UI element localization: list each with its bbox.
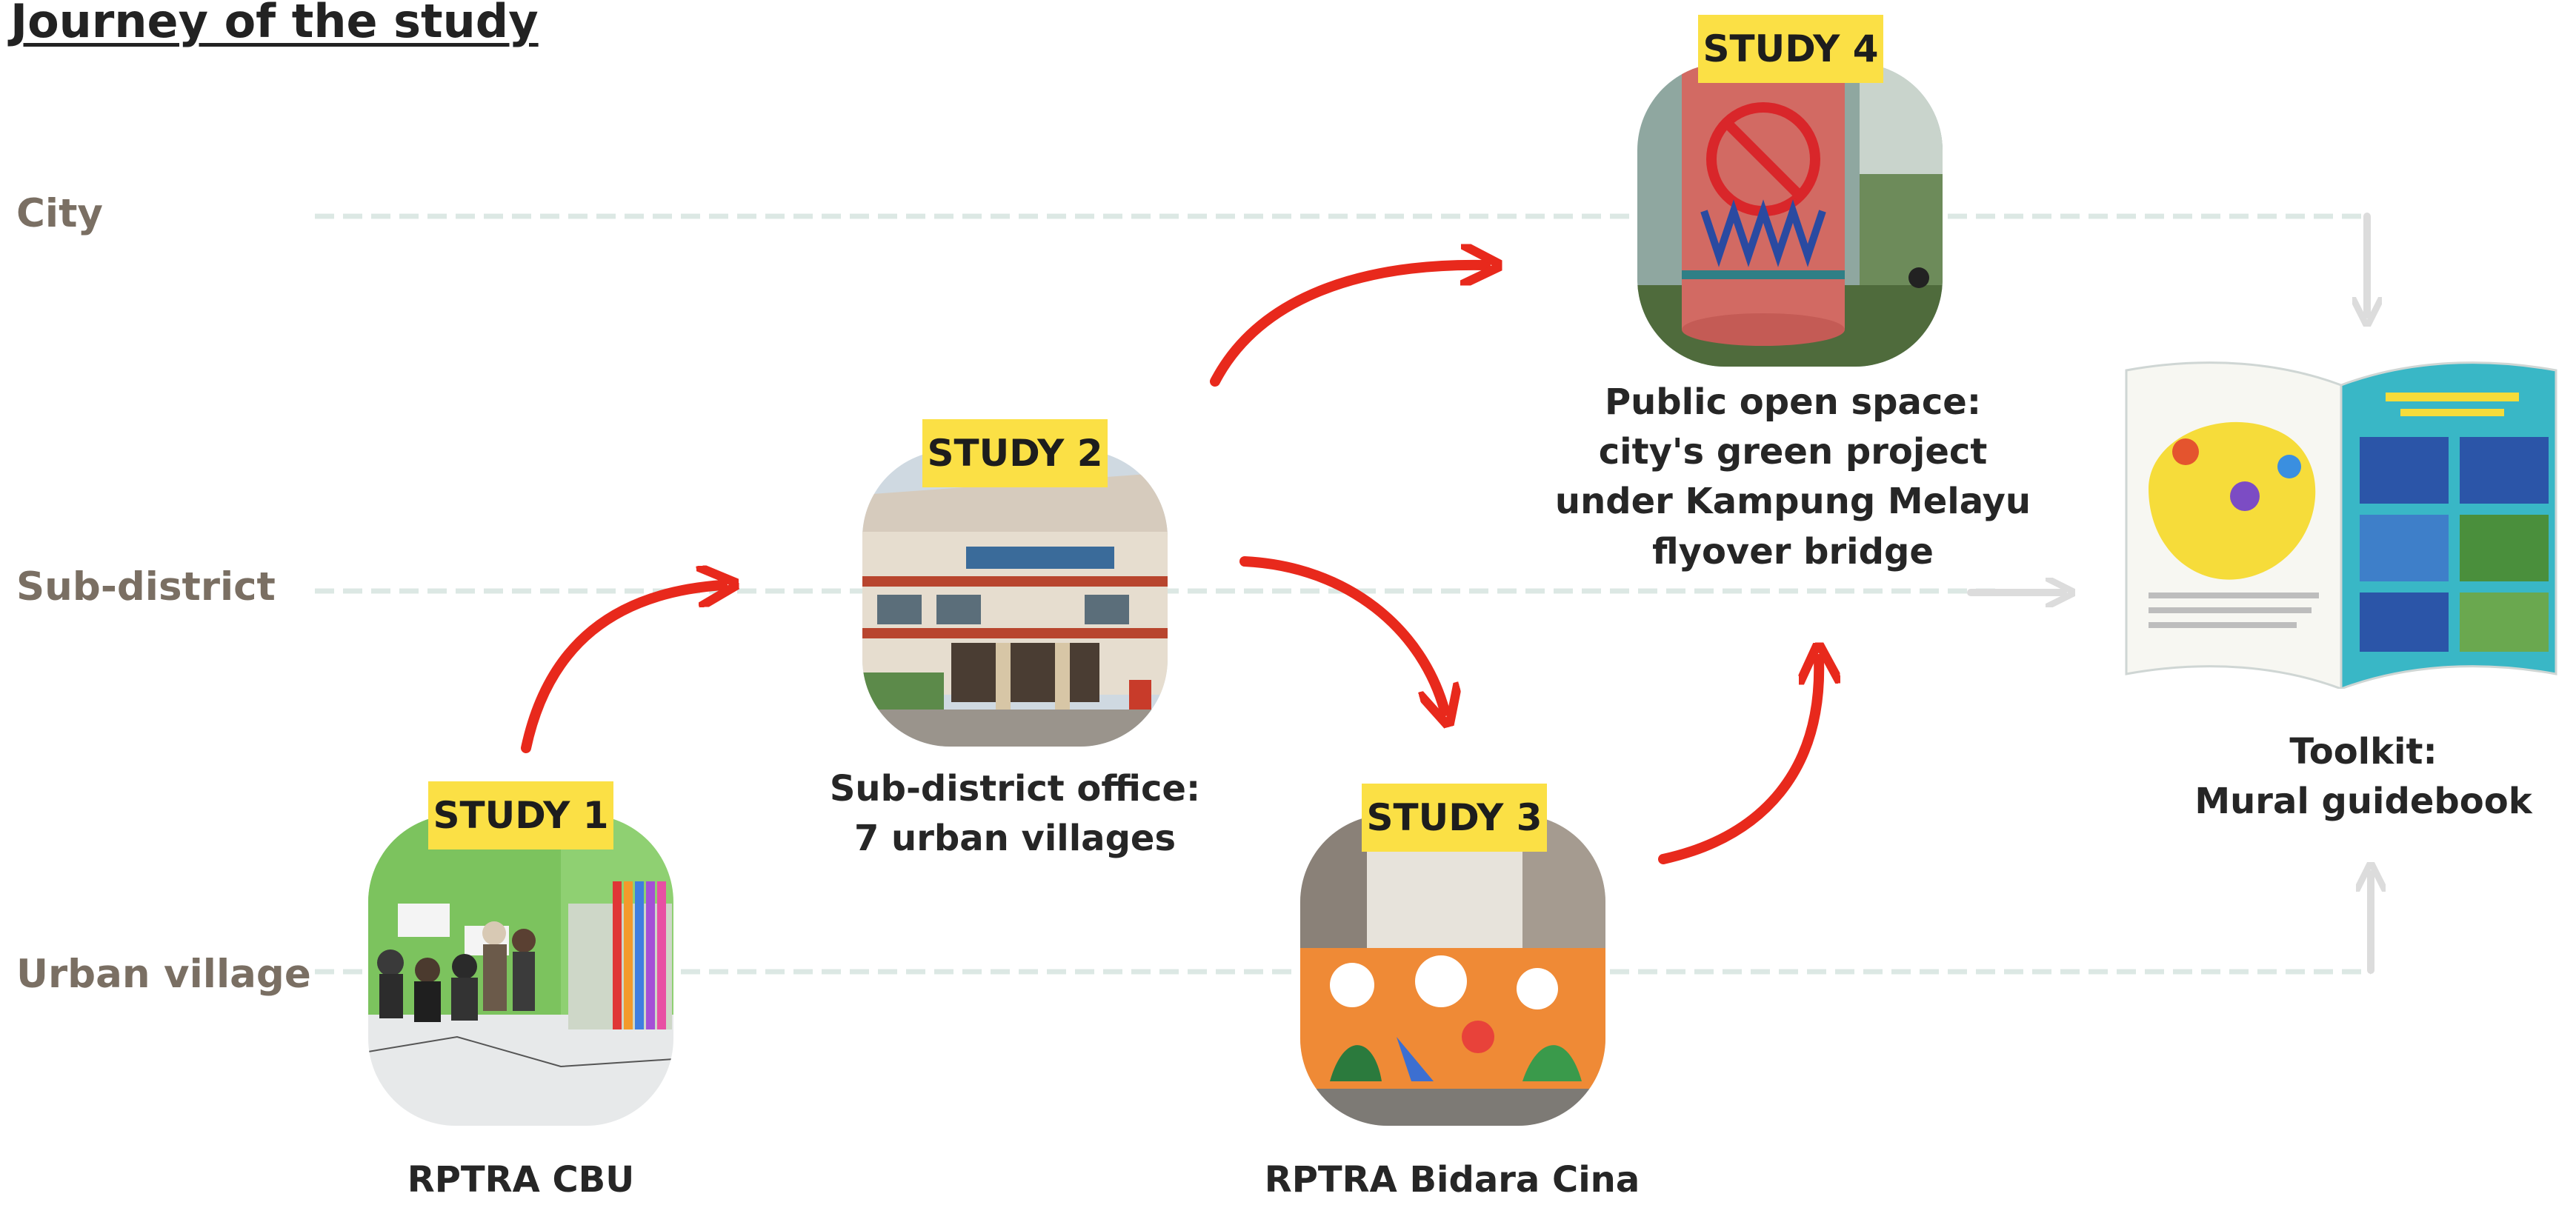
toolkit-guidebook-image xyxy=(2125,361,2557,689)
toolkit-caption: Toolkit: Mural guidebook xyxy=(2141,727,2576,827)
study-2-caption-line-1: Sub-district office: xyxy=(829,768,1201,810)
study-2-caption-line-2: 7 urban villages xyxy=(853,818,1176,860)
level-label-subdistrict: Sub-district xyxy=(16,564,276,610)
toolkit-caption-line-2: Mural guidebook xyxy=(2194,781,2532,823)
flow-arrow-3-to-4 xyxy=(1658,659,1819,864)
study-2-photo xyxy=(862,450,1168,747)
level-label-city: City xyxy=(16,191,103,236)
study-4-caption-line-2: city's green project xyxy=(1598,431,1988,473)
study-1-caption: RPTRA CBU xyxy=(407,1159,635,1201)
study-3-caption: RPTRA Bidara Cina xyxy=(1264,1159,1640,1201)
level-label-urban-village: Urban village xyxy=(16,952,311,997)
study-2-caption: Sub-district office: 7 urban villages xyxy=(793,764,1237,864)
flow-arrow-2-to-3 xyxy=(1239,556,1445,711)
toolkit-caption-line-1: Toolkit: xyxy=(2289,731,2437,772)
flow-arrow-1-to-2 xyxy=(521,585,722,753)
study-4-photo xyxy=(1637,63,1943,367)
diagram-title: Journey of the study xyxy=(10,0,539,48)
study-1-badge: STUDY 1 xyxy=(428,781,613,849)
study-4-caption: Public open space: city's green project … xyxy=(1526,378,2060,577)
study-4-caption-line-4: flyover bridge xyxy=(1652,530,1934,573)
flow-arrow-2-to-4 xyxy=(1210,265,1485,387)
study-1-photo xyxy=(368,815,673,1126)
study-4-caption-line-3: under Kampung Melayu xyxy=(1554,481,2031,523)
study-2-badge: STUDY 2 xyxy=(922,419,1108,487)
study-3-photo xyxy=(1300,815,1605,1126)
study-4-caption-line-1: Public open space: xyxy=(1604,381,1982,423)
study-3-badge: STUDY 3 xyxy=(1362,784,1547,852)
study-4-badge: STUDY 4 xyxy=(1698,15,1883,83)
